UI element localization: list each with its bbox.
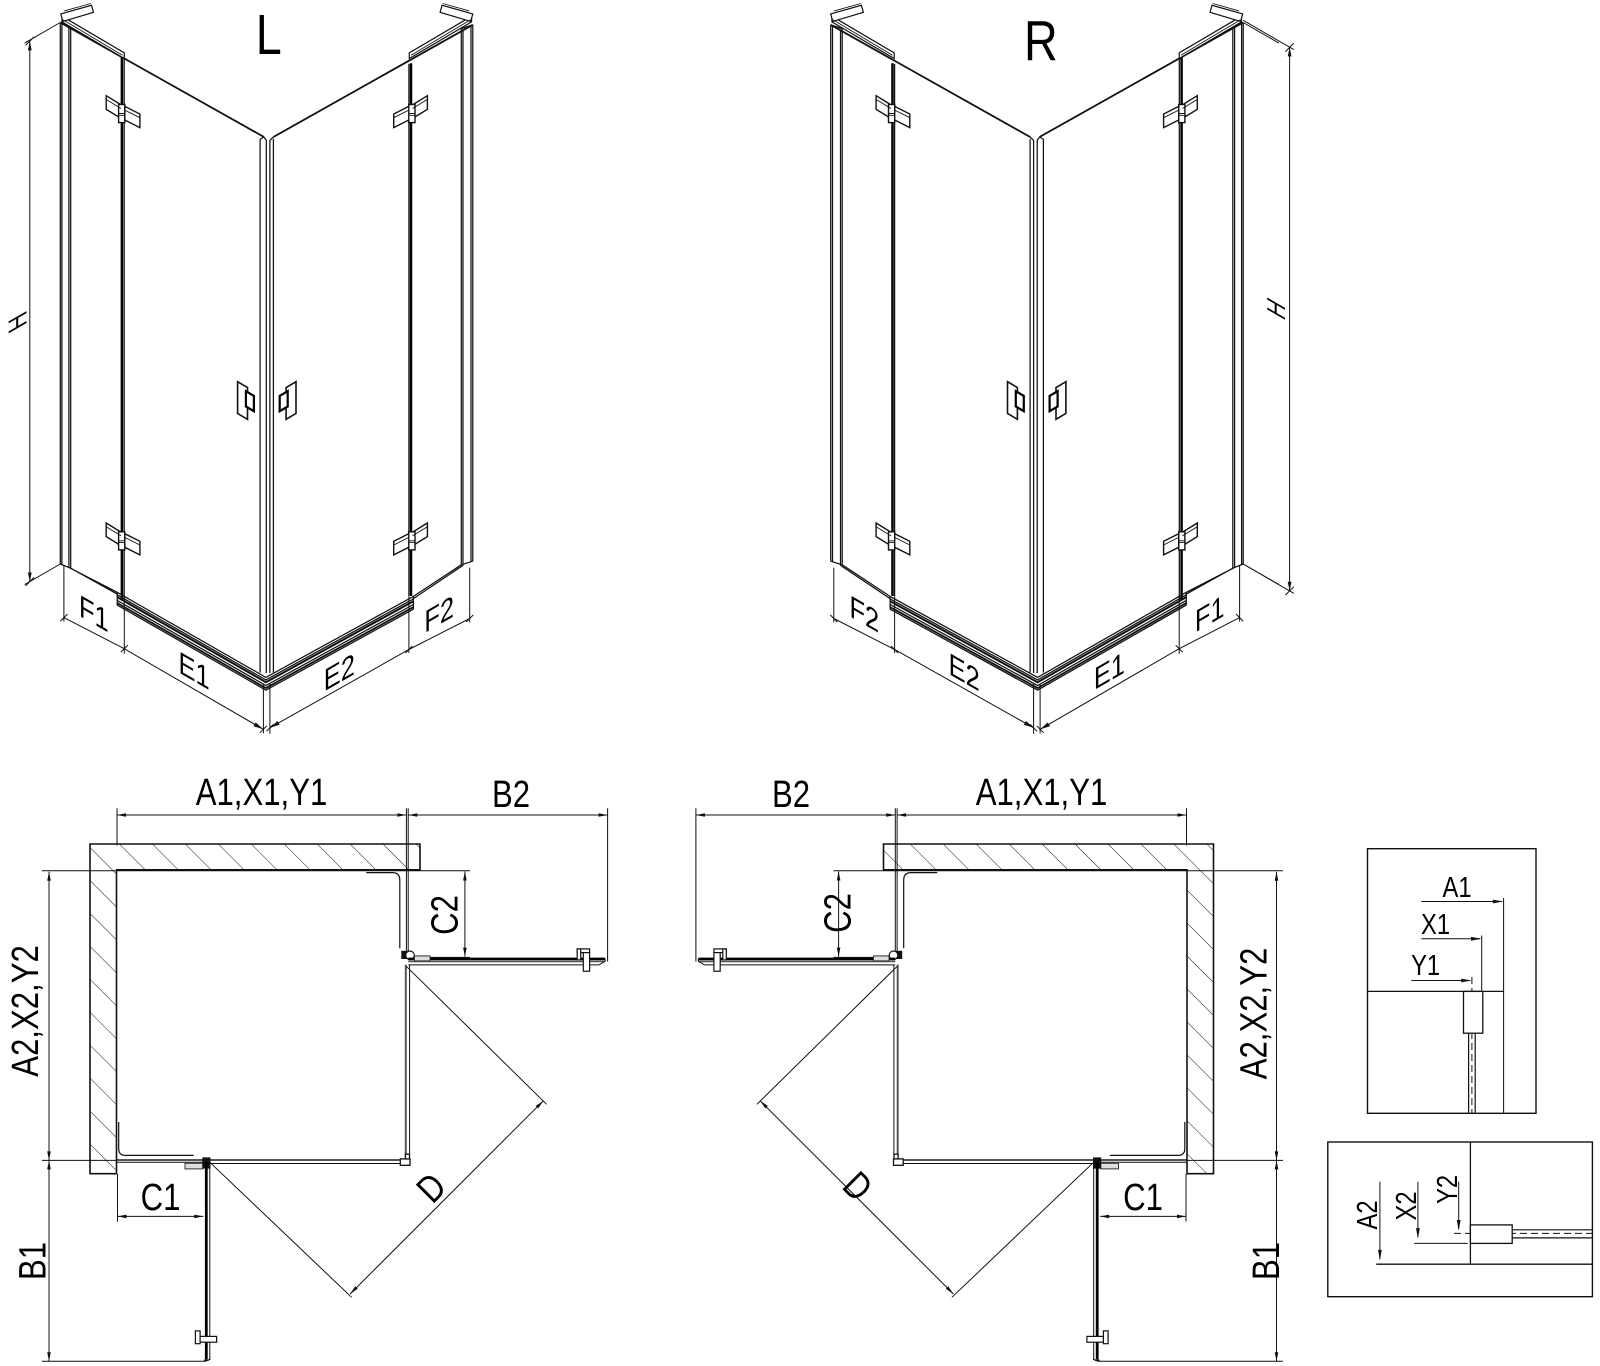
svg-text:A2,X2,Y2: A2,X2,Y2 [5,945,47,1077]
svg-text:R: R [1024,10,1058,73]
svg-text:L: L [256,4,282,67]
svg-text:Y2: Y2 [1431,1175,1464,1204]
svg-text:A1,X1,Y1: A1,X1,Y1 [196,772,328,814]
svg-text:Y1: Y1 [1411,949,1440,982]
svg-text:B1: B1 [12,1242,54,1280]
svg-text:B2: B2 [492,774,530,816]
svg-text:B1: B1 [1246,1242,1288,1280]
svg-text:C1: C1 [141,1177,181,1219]
svg-text:A1: A1 [1442,871,1471,904]
svg-text:X1: X1 [1421,908,1450,941]
svg-text:A1,X1,Y1: A1,X1,Y1 [976,772,1108,814]
svg-text:A2,X2,Y2: A2,X2,Y2 [1233,948,1275,1080]
svg-text:C2: C2 [817,893,859,933]
svg-text:A2: A2 [1351,1200,1384,1229]
svg-text:C2: C2 [425,895,467,935]
svg-text:B2: B2 [772,774,810,816]
svg-text:X2: X2 [1390,1191,1423,1220]
svg-text:C1: C1 [1123,1177,1163,1219]
